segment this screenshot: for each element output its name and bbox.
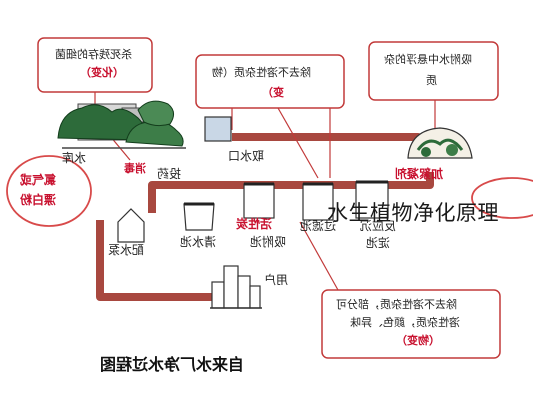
label-adsorb-pool: 吸附池 [250, 235, 286, 249]
flocculant-shrub [407, 127, 473, 159]
callout-kill-line2: （化变） [80, 65, 124, 79]
callout-adsorb-line2: 质 [426, 74, 437, 87]
user-buildings [210, 265, 262, 309]
label-filter-pool: 过滤池 [300, 219, 336, 233]
tank-row [117, 180, 389, 243]
intake-pipe [232, 133, 422, 148]
callout-kill-line1: 杀死残存的细菌 [55, 47, 132, 61]
label-clear-pool: 清水池 [180, 235, 216, 249]
label-chlorine: 氯气或 [20, 172, 56, 187]
adsorption-pool [243, 183, 275, 219]
label-intake: 取水口 [228, 149, 264, 163]
chlorine-oval [6, 155, 92, 227]
label-carbon: 活性炭 [236, 216, 272, 231]
clear-water-pool [183, 203, 215, 231]
callout-boxes [37, 37, 501, 359]
settling-pool [355, 181, 389, 219]
diagram-title: 自来水厂净水过程图 [100, 355, 244, 374]
callout-soluble-line1: 除去不溶性杂质，部分可 [336, 297, 457, 311]
callout-soluble-line2: 溶性杂质，颜色、异味 [350, 315, 460, 329]
callout-soluble-line3: （物变） [396, 333, 440, 347]
callout-kill-bacteria [37, 37, 153, 93]
label-user: 用户 [264, 272, 288, 287]
label-reservoir: 水库 [62, 150, 86, 165]
filter-pool [302, 183, 334, 221]
callout-remove-soluble [321, 289, 501, 359]
callout-insoluble-line2: 变） [262, 85, 284, 99]
overlay-title: 水生植物净化原理 [327, 201, 499, 225]
callout-adsorb [368, 41, 499, 101]
leader-soluble [299, 221, 339, 291]
diagram-text: 杀死残存的细菌 （化变） 除去不溶性杂质（物 变） 吸附水中悬浮的杂 质 除去不… [20, 47, 472, 374]
reservoir-trees [57, 100, 186, 149]
process-pipe [148, 172, 434, 213]
leader-insoluble-b [277, 107, 319, 179]
pump-house [117, 208, 145, 243]
callout-insoluble-line1: 除去不溶性杂质（物 [212, 65, 311, 79]
callout-adsorb-line1: 吸附水中悬浮的杂 [384, 52, 472, 66]
label-add-chemicals: 投药 [157, 166, 181, 181]
label-settle: 淀池 [366, 236, 390, 250]
callout-remove-insoluble [195, 54, 345, 109]
distribution-pipe [96, 220, 212, 301]
label-bleach: 漂白粉 [20, 192, 56, 207]
label-pump: 配水泵 [108, 243, 144, 257]
label-disinfect: 消毒 [124, 161, 146, 175]
intake-box [204, 116, 232, 142]
right-oval [471, 177, 533, 219]
label-reaction: 反应沉 [360, 218, 396, 233]
label-flocculant: 加絮凝剂 [395, 166, 444, 181]
